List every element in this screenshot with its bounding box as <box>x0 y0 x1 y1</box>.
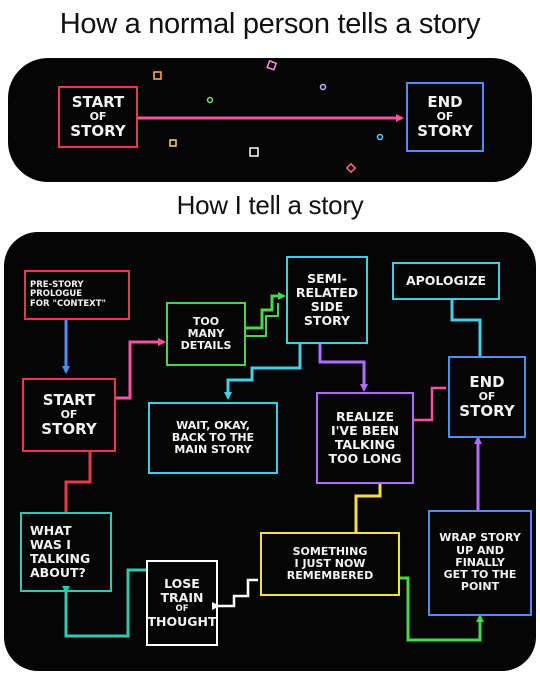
label-line: UP AND <box>456 543 504 557</box>
label-line: OF <box>175 604 189 615</box>
connector-something-to-wrap <box>400 576 484 642</box>
label-line: TOO LONG <box>328 451 402 466</box>
label-line: PRE-STORY <box>30 279 84 290</box>
label-line: ABOUT? <box>30 565 86 580</box>
label-line: RELATED <box>295 285 359 300</box>
label-line: STORY <box>417 122 473 141</box>
end-of-story-box: END OF STORY <box>448 356 526 438</box>
label-line: MAIN STORY <box>174 443 252 457</box>
label-line: I JUST NOW <box>294 556 366 570</box>
label-line: TRAIN <box>160 590 204 606</box>
what-was-i-talking-about-box: WHAT WAS I TALKING ABOUT? <box>20 512 112 592</box>
label-line: OF <box>478 389 496 403</box>
label-line: MANY <box>187 326 225 340</box>
label-line: WRAP STORY <box>439 531 521 545</box>
label-line: WAS I <box>30 537 71 552</box>
connector-apologize-to-end <box>450 300 482 356</box>
label-line: FINALLY <box>455 555 505 569</box>
label-line: SOMETHING <box>292 544 368 558</box>
something-just-remembered-box: SOMETHING I JUST NOW REMEMBERED <box>260 532 400 596</box>
connector-whatwas-to-losetrain <box>62 568 148 638</box>
label-line: WAIT, OKAY, <box>176 418 250 432</box>
wait-okay-back-to-main-story-box: WAIT, OKAY, BACK TO THE MAIN STORY <box>148 402 278 474</box>
label-line: LOSE <box>164 576 200 592</box>
label-line: STORY <box>303 313 351 328</box>
label-line: STORY <box>459 402 515 421</box>
label-line: TALKING <box>334 437 396 452</box>
connector-realize-to-end <box>414 386 446 422</box>
label-line: OF <box>436 109 454 123</box>
connector-details-to-sidestory <box>246 292 286 330</box>
label-line: I'VE BEEN <box>330 423 400 438</box>
label-line: SIDE <box>310 299 344 314</box>
label-line: STORY <box>41 420 97 439</box>
label-line: OF <box>60 407 78 421</box>
connector-start-to-details <box>116 338 166 400</box>
normal-end-of-story-box: END OF STORY <box>406 82 484 152</box>
realize-talking-too-long-box: REALIZE I'VE BEEN TALKING TOO LONG <box>316 392 414 484</box>
label-line: PROLOGUE <box>30 289 83 300</box>
label-line: REALIZE <box>335 409 395 424</box>
semi-related-side-story-box: SEMI- RELATED SIDE STORY <box>286 256 368 344</box>
label-line: FOR "CONTEXT" <box>30 298 106 309</box>
connector-sidestory-to-realize <box>318 343 368 392</box>
label-line: TALKING <box>30 551 91 566</box>
label-line: THOUGHT <box>147 613 217 629</box>
label-line: OF <box>89 109 107 123</box>
label-line: DETAILS <box>180 339 232 353</box>
label-line: END <box>469 373 505 392</box>
connector-details-to-sidestory-2 <box>246 303 279 337</box>
label-line: WHAT <box>30 523 72 538</box>
connector-losetrain-to-something <box>212 578 258 610</box>
label-line: POINT <box>460 580 500 594</box>
label-line: STORY <box>70 122 126 141</box>
normal-start-of-story-box: START OF STORY <box>58 86 138 148</box>
normal-story-title: How a normal person tells a story <box>59 8 481 40</box>
too-many-details-box: TOO MANY DETAILS <box>166 302 246 366</box>
connector-realize-to-something <box>354 484 382 532</box>
my-story-title: How I tell a story <box>176 190 364 220</box>
connector-sidestory-to-wait <box>224 343 302 400</box>
lose-train-of-thought-box: LOSE TRAIN OF THOUGHT <box>146 560 218 646</box>
label-line: END <box>427 93 463 112</box>
pre-story-prologue-box: PRE-STORY PROLOGUE FOR "CONTEXT" <box>24 270 130 320</box>
label-line: APOLOGIZE <box>405 273 487 288</box>
label-line: START <box>71 93 125 112</box>
confetti-decoration <box>153 59 384 174</box>
wrap-story-get-to-point-box: WRAP STORY UP AND FINALLY GET TO THE POI… <box>428 510 532 616</box>
label-line: REMEMBERED <box>286 569 374 583</box>
label-line: BACK TO THE <box>171 430 255 444</box>
label-line: SEMI- <box>307 271 347 286</box>
label-line: GET TO THE <box>443 568 517 582</box>
label-line: START <box>42 391 96 410</box>
start-of-story-box: START OF STORY <box>22 378 116 452</box>
connector-start-to-whatwas <box>64 452 92 512</box>
label-line: TOO <box>192 314 220 328</box>
apologize-box: APOLOGIZE <box>392 262 500 300</box>
normal-story-panel <box>8 58 532 182</box>
